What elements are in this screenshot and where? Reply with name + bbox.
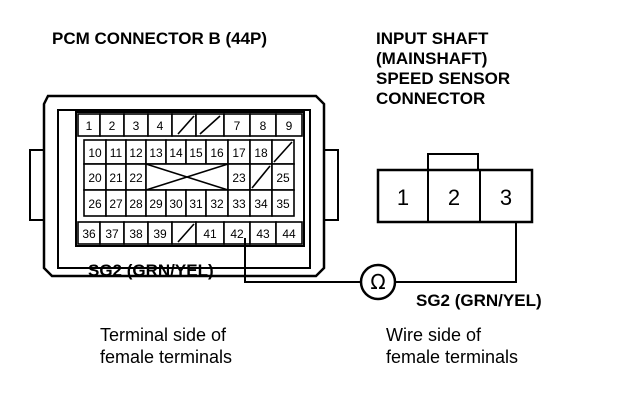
pin-label: 22 bbox=[129, 171, 143, 185]
pcm-latch-right bbox=[323, 149, 339, 221]
wire-to-sensor-pin-3 bbox=[396, 222, 517, 283]
pcm-pin-block bbox=[75, 111, 305, 247]
pin-label: 7 bbox=[234, 119, 241, 133]
pin-label: 36 bbox=[82, 227, 96, 241]
pin-label: 21 bbox=[109, 171, 123, 185]
sensor-title-line-3: SPEED SENSOR bbox=[376, 69, 510, 88]
pin-label: 33 bbox=[232, 197, 246, 211]
sensor-pin-labels: 1 2 3 bbox=[397, 185, 512, 210]
pcm-wire-label: SG2 (GRN/YEL) bbox=[88, 261, 214, 280]
meter-wiring bbox=[244, 222, 517, 301]
empty-pin-slash bbox=[199, 115, 221, 135]
empty-pin-cross bbox=[145, 163, 229, 191]
pin-label: 13 bbox=[149, 146, 163, 160]
pcm-pin-labels: 1 2 3 4 7 8 9 10 11 12 13 14 15 16 17 18… bbox=[82, 119, 296, 241]
pin-label: 35 bbox=[276, 197, 290, 211]
wire-to-pcm-pin-42 bbox=[244, 238, 360, 283]
pin-label: 44 bbox=[282, 227, 296, 241]
pin-label: 28 bbox=[129, 197, 143, 211]
pin-label: 30 bbox=[169, 197, 183, 211]
sensor-connector bbox=[376, 153, 534, 224]
pin-label: 14 bbox=[169, 146, 183, 160]
pcm-latch-left bbox=[29, 149, 45, 221]
pcm-connector-title: PCM CONNECTOR B (44P) bbox=[52, 29, 267, 48]
ohmmeter-icon bbox=[359, 263, 397, 301]
pin-label: 2 bbox=[109, 119, 116, 133]
pcm-connector bbox=[29, 94, 339, 278]
pin-label: 4 bbox=[157, 119, 164, 133]
pin-label: 41 bbox=[203, 227, 217, 241]
pcm-caption-line-2: female terminals bbox=[100, 347, 232, 367]
sensor-pin-label: 1 bbox=[397, 185, 409, 210]
pin-label: 23 bbox=[232, 171, 246, 185]
pin-label: 25 bbox=[276, 171, 290, 185]
pcm-housing-inner bbox=[57, 109, 311, 269]
pin-label: 27 bbox=[109, 197, 123, 211]
pin-label: 34 bbox=[254, 197, 268, 211]
sensor-wire-label: SG2 (GRN/YEL) bbox=[416, 291, 542, 310]
empty-pin-slash bbox=[177, 115, 195, 135]
pin-label: 15 bbox=[189, 146, 203, 160]
sensor-pin-label: 2 bbox=[448, 185, 460, 210]
pin-label: 20 bbox=[88, 171, 102, 185]
sensor-pin-label: 3 bbox=[500, 185, 512, 210]
sensor-title-line-1: INPUT SHAFT bbox=[376, 29, 489, 48]
pin-label: 42 bbox=[230, 227, 244, 241]
sensor-title-line-2: (MAINSHAFT) bbox=[376, 49, 487, 68]
pin-label: 18 bbox=[254, 146, 268, 160]
pin-label: 17 bbox=[232, 146, 246, 160]
pcm-caption-line-1: Terminal side of bbox=[100, 325, 227, 345]
pin-cell bbox=[275, 113, 303, 137]
pin-label: 32 bbox=[210, 197, 224, 211]
pin-label: 12 bbox=[129, 146, 143, 160]
pin-cell bbox=[275, 221, 303, 245]
pin-label: 9 bbox=[286, 119, 293, 133]
sensor-caption-line-2: female terminals bbox=[386, 347, 518, 367]
pin-label: 11 bbox=[110, 146, 123, 160]
pcm-pin-grid bbox=[77, 113, 303, 245]
sensor-caption-line-1: Wire side of bbox=[386, 325, 482, 345]
pin-label: 31 bbox=[189, 197, 203, 211]
pin-cell bbox=[271, 189, 295, 217]
pin-label: 39 bbox=[153, 227, 167, 241]
pin-label: 3 bbox=[133, 119, 140, 133]
pin-label: 26 bbox=[88, 197, 102, 211]
pin-label: 1 bbox=[86, 119, 93, 133]
sensor-lock-tab bbox=[427, 153, 479, 171]
pin-label: 43 bbox=[256, 227, 270, 241]
sensor-title-line-4: CONNECTOR bbox=[376, 89, 485, 108]
empty-pin-slash bbox=[251, 165, 271, 189]
pin-label: 37 bbox=[105, 227, 119, 241]
pin-label: 29 bbox=[149, 197, 163, 211]
pin-label: 10 bbox=[88, 146, 102, 160]
pin-label: 8 bbox=[260, 119, 267, 133]
ohm-symbol: Ω bbox=[370, 270, 385, 294]
pin-label: 38 bbox=[129, 227, 143, 241]
pin-label: 16 bbox=[210, 146, 224, 160]
empty-pin-slash bbox=[177, 223, 195, 243]
empty-pin-slash bbox=[273, 141, 293, 163]
